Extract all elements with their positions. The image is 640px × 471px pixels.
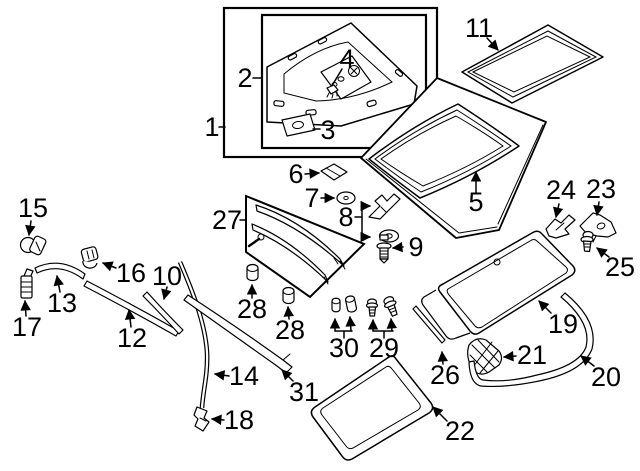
part-12-rail-drawing — [83, 280, 180, 337]
part-5-glass-drawing — [368, 103, 520, 199]
part-16-clip-drawing — [80, 246, 99, 269]
leader-22 — [432, 406, 448, 422]
leader-21 — [502, 350, 517, 362]
part-11-glass-drawing — [461, 24, 604, 104]
part-13-tube-drawing — [34, 262, 86, 280]
part-3-bracket-drawing — [281, 113, 316, 137]
part-28b-cap-drawing — [282, 286, 295, 305]
callout-30: 30 — [329, 333, 359, 363]
callout-20: 20 — [591, 362, 621, 392]
part-24-bracket-drawing — [545, 214, 576, 239]
callout-18: 18 — [224, 405, 254, 435]
leader-4 — [332, 68, 343, 85]
leader-16 — [102, 261, 117, 272]
callout-3: 3 — [320, 115, 335, 145]
callout-2: 2 — [237, 63, 252, 93]
leader-9 — [391, 241, 404, 253]
callout-27: 27 — [212, 205, 242, 235]
callout-14: 14 — [229, 361, 259, 391]
callout-10: 10 — [152, 261, 182, 291]
part-18-clip-drawing — [193, 406, 210, 432]
part-7-grommet-drawing — [336, 191, 356, 205]
leader-28b — [283, 305, 295, 320]
part-30-caps-drawing — [331, 295, 358, 313]
callout-19: 19 — [548, 309, 578, 339]
part-14-hose-drawing — [177, 261, 210, 409]
callout-15: 15 — [18, 193, 48, 223]
callout-22: 22 — [445, 416, 475, 446]
leader-23 — [593, 201, 604, 217]
leader-12 — [124, 308, 136, 328]
callout-16: 16 — [116, 258, 146, 288]
leader-6 — [304, 168, 321, 179]
callout-25: 25 — [605, 252, 635, 282]
part-15-clip-drawing — [19, 235, 47, 256]
callout-12: 12 — [117, 323, 147, 353]
callout-28a: 28 — [237, 294, 267, 324]
callout-11: 11 — [465, 13, 493, 43]
callout-7: 7 — [304, 183, 319, 213]
callout-24: 24 — [546, 175, 576, 205]
leader-26 — [437, 350, 449, 365]
leader-10 — [161, 286, 172, 301]
callout-26: 26 — [430, 360, 460, 390]
leader-13 — [53, 274, 64, 293]
leader-18 — [210, 414, 225, 426]
part-28a-cap-drawing — [246, 263, 259, 282]
callout-17: 17 — [12, 312, 42, 342]
part-21-grille-drawing — [467, 338, 503, 375]
leader-17 — [20, 299, 31, 317]
leader-15 — [25, 220, 36, 237]
part-26-strip-drawing — [412, 305, 446, 344]
part-19-sunshade-drawing — [421, 230, 576, 340]
callout-9: 9 — [408, 232, 423, 262]
leader-25 — [596, 247, 610, 258]
callout-21: 21 — [517, 340, 547, 370]
part-6-pad-drawing — [320, 163, 348, 181]
part-27-deflector-drawing — [245, 194, 366, 299]
callout-5: 5 — [468, 187, 483, 217]
callout-31: 31 — [289, 377, 319, 407]
part-2-inner-box — [260, 13, 428, 150]
leader-11 — [486, 37, 499, 51]
part-29-bolts-drawing — [365, 296, 398, 317]
part-9-bolt-drawing — [376, 234, 392, 264]
part-22-seal-drawing — [310, 355, 434, 461]
leader-8 — [354, 200, 372, 243]
callout-1: 1 — [204, 112, 219, 142]
leader-20 — [580, 355, 595, 367]
callout-8: 8 — [338, 202, 353, 232]
callout-28b: 28 — [275, 315, 305, 345]
leader-19 — [538, 300, 552, 314]
leader-31 — [281, 369, 294, 382]
callout-4: 4 — [339, 44, 354, 74]
part-17-valve-drawing — [20, 268, 34, 299]
part-10-rail-drawing — [142, 291, 184, 335]
leader-29 — [367, 317, 398, 339]
part-25-bolt-drawing — [580, 230, 594, 253]
leader-14 — [213, 370, 230, 381]
callout-6: 6 — [288, 159, 303, 189]
callout-13: 13 — [47, 288, 77, 318]
part-4-motor-drawing — [320, 55, 372, 100]
leader-24 — [553, 203, 564, 219]
callout-23: 23 — [586, 174, 616, 204]
callout-29: 29 — [369, 333, 399, 363]
leader-30 — [329, 315, 356, 339]
roof-panel-drawing — [360, 77, 547, 239]
